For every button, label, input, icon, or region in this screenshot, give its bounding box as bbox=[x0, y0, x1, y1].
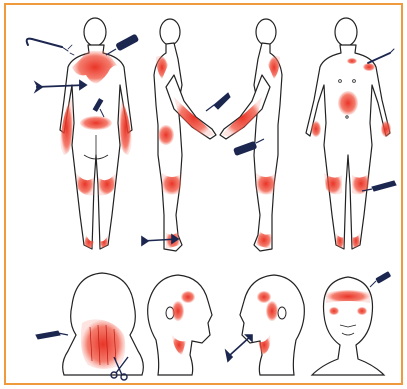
pain-map-figure bbox=[4, 3, 403, 385]
syringe-icon bbox=[370, 272, 391, 287]
torso-outline bbox=[154, 43, 182, 251]
arrow-icon bbox=[142, 235, 178, 245]
head-front-view bbox=[312, 277, 384, 375]
body-back-view bbox=[60, 18, 132, 249]
knife-icon bbox=[36, 331, 68, 339]
head-back-view bbox=[63, 273, 144, 375]
head-side-view-right bbox=[240, 275, 304, 375]
body-side-view-left bbox=[154, 19, 216, 251]
head-outline bbox=[84, 18, 106, 46]
body-front-view bbox=[306, 18, 391, 249]
head-outline bbox=[256, 19, 276, 45]
arrow-icon bbox=[226, 335, 252, 361]
dental-tool-icon bbox=[368, 49, 394, 63]
torso-outline bbox=[254, 43, 282, 251]
head-outline bbox=[160, 19, 180, 45]
head-side-view-left bbox=[148, 275, 212, 375]
dental-tool-icon bbox=[27, 39, 74, 55]
torso-outline bbox=[306, 45, 390, 249]
body-side-view-right bbox=[220, 19, 282, 251]
head-outline bbox=[335, 18, 357, 46]
drill-icon bbox=[106, 34, 139, 55]
knife-icon bbox=[206, 93, 230, 111]
